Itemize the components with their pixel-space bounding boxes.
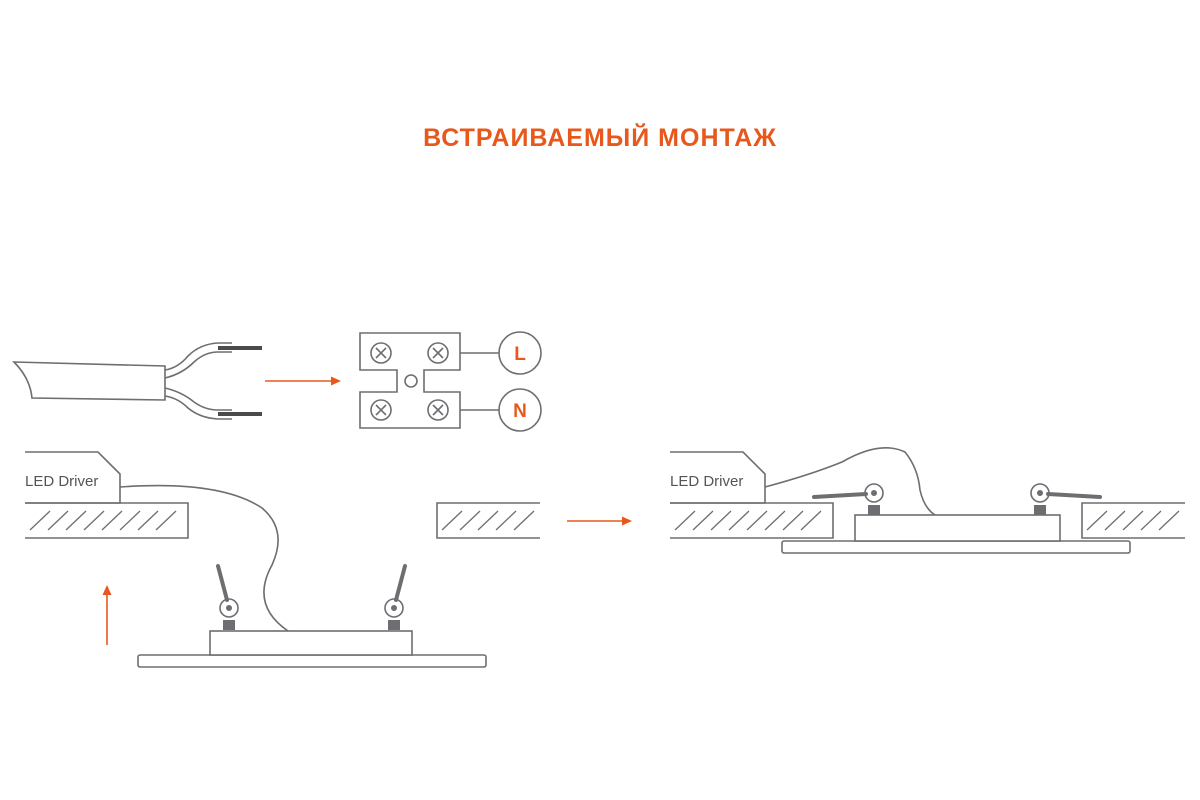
arrow-cable-to-terminal — [265, 376, 341, 386]
driver-box-right: LED Driver — [670, 451, 766, 504]
spring-clip-icon — [384, 564, 407, 630]
screw-icon — [370, 342, 392, 364]
screw-icon — [427, 342, 449, 364]
live-label: L — [514, 344, 526, 365]
spring-clip-icon — [216, 564, 239, 630]
arrow-stage-transition — [567, 516, 632, 526]
screw-icon — [370, 399, 392, 421]
power-cable — [12, 342, 262, 420]
terminal-block — [359, 332, 499, 429]
spring-clip-icon — [1030, 483, 1102, 515]
ceiling-section-installed-right — [1081, 502, 1185, 539]
driver-wire-right — [764, 446, 936, 516]
arrow-up — [102, 585, 112, 645]
driver-wire-left — [119, 484, 289, 632]
ceiling-section-right — [436, 502, 540, 539]
page-title: ВСТРАИВАЕМЫЙ МОНТАЖ — [423, 124, 777, 152]
driver-label-left: LED Driver — [25, 473, 98, 490]
ceiling-section-left — [25, 502, 189, 539]
driver-box-left: LED Driver — [25, 451, 121, 504]
spring-clip-icon — [812, 483, 884, 515]
live-terminal: L — [498, 331, 542, 375]
neutral-label: N — [513, 401, 527, 422]
light-fixture-installed — [781, 483, 1131, 554]
light-fixture-left — [137, 564, 487, 668]
screw-icon — [427, 399, 449, 421]
neutral-terminal: N — [498, 388, 542, 432]
ceiling-section-installed-left — [670, 502, 834, 539]
driver-label-right: LED Driver — [670, 473, 743, 490]
